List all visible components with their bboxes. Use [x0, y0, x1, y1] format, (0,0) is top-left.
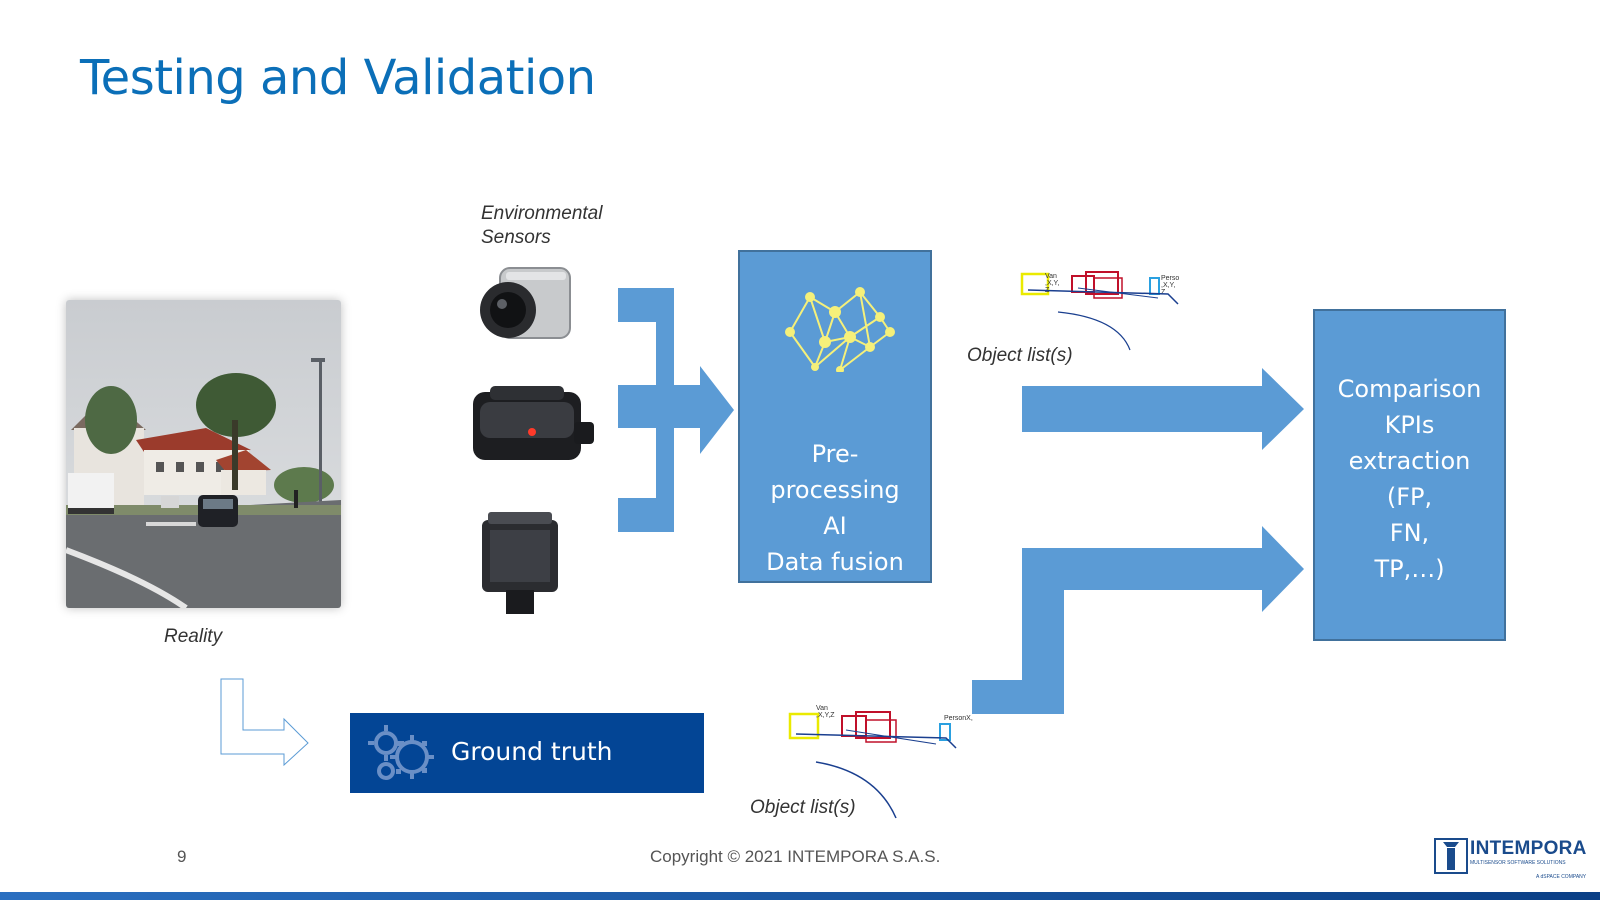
comparison-line-4: (FP,	[1386, 483, 1433, 511]
environmental-sensors-caption: Environmental Sensors	[481, 202, 641, 250]
intempora-logo: INTEMPORA MULTISENSOR SOFTWARE SOLUTIONS…	[1432, 836, 1587, 886]
preprocessing-label: Pre- processing AI Data fusion	[740, 436, 930, 580]
slide-title: Testing and Validation	[80, 50, 596, 106]
svg-text:Van: Van	[1045, 273, 1057, 280]
intempora-logo-mark-icon	[1434, 838, 1468, 874]
sensor-merge-arrow	[618, 288, 734, 532]
ground-truth-box: Ground truth	[350, 713, 704, 793]
svg-text:PersonX,: PersonX,	[944, 715, 973, 722]
object-list-bottom-caption: Object list(s)	[750, 797, 856, 818]
neural-network-icon	[785, 287, 895, 372]
logo-name: INTEMPORA	[1470, 838, 1587, 859]
comparison-line-5: FN,	[1389, 519, 1430, 547]
footer-bar	[0, 892, 1600, 900]
ground-truth-label: Ground truth	[451, 737, 613, 766]
copyright-text: Copyright © 2021 INTEMPORA S.A.S.	[650, 847, 941, 866]
comparison-label: Comparison KPIs extraction (FP, FN, TP,……	[1315, 371, 1504, 587]
svg-text:,X,Y,Z: ,X,Y,Z	[816, 712, 835, 719]
preprocessing-line-4: Data fusion	[766, 548, 904, 576]
object-list-top-arrow	[1022, 368, 1304, 450]
street-scene-image	[66, 300, 341, 608]
svg-text:,X,Y,: ,X,Y,	[1045, 280, 1059, 287]
object-list-bottom-sketch: Van ,X,Y,Z PersonX,	[788, 705, 973, 819]
object-list-top-sketch: Van ,X,Y, Z Perso ,X,Y, Z	[1020, 271, 1179, 351]
page-number: 9	[177, 847, 187, 866]
environmental-sensors-caption-line-2: Sensors	[481, 227, 551, 248]
object-list-top-caption: Object list(s)	[967, 345, 1073, 366]
preprocessing-box: Pre- processing AI Data fusion	[738, 250, 932, 583]
ground-truth-to-comparison-arrow	[972, 526, 1304, 714]
svg-text:,X,Y,: ,X,Y,	[1161, 282, 1175, 289]
svg-text:Z: Z	[1161, 289, 1166, 296]
comparison-line-2: KPIs	[1384, 411, 1435, 439]
radar-sensor-icon	[482, 512, 558, 614]
comparison-box: Comparison KPIs extraction (FP, FN, TP,……	[1313, 309, 1506, 641]
sensor-images	[473, 267, 594, 614]
preprocessing-line-2: processing	[770, 476, 900, 504]
comparison-line-1: Comparison	[1337, 375, 1482, 403]
preprocessing-line-3: AI	[823, 512, 847, 540]
camera-sensor-icon	[480, 267, 571, 339]
reality-to-ground-truth-arrow	[220, 678, 309, 766]
comparison-line-3: extraction	[1348, 447, 1471, 475]
gears-icon	[368, 725, 434, 780]
logo-subline: A dSPACE COMPANY	[1536, 874, 1587, 880]
svg-text:Van: Van	[816, 705, 828, 712]
reality-caption: Reality	[164, 626, 223, 647]
lidar-sensor-icon	[473, 386, 594, 460]
preprocessing-line-1: Pre-	[811, 440, 859, 468]
environmental-sensors-caption-line-1: Environmental	[481, 203, 603, 224]
svg-text:Perso: Perso	[1161, 275, 1179, 282]
comparison-line-6: TP,…)	[1374, 555, 1445, 583]
reality-photo	[66, 300, 341, 608]
logo-tagline: MULTISENSOR SOFTWARE SOLUTIONS	[1470, 860, 1566, 866]
